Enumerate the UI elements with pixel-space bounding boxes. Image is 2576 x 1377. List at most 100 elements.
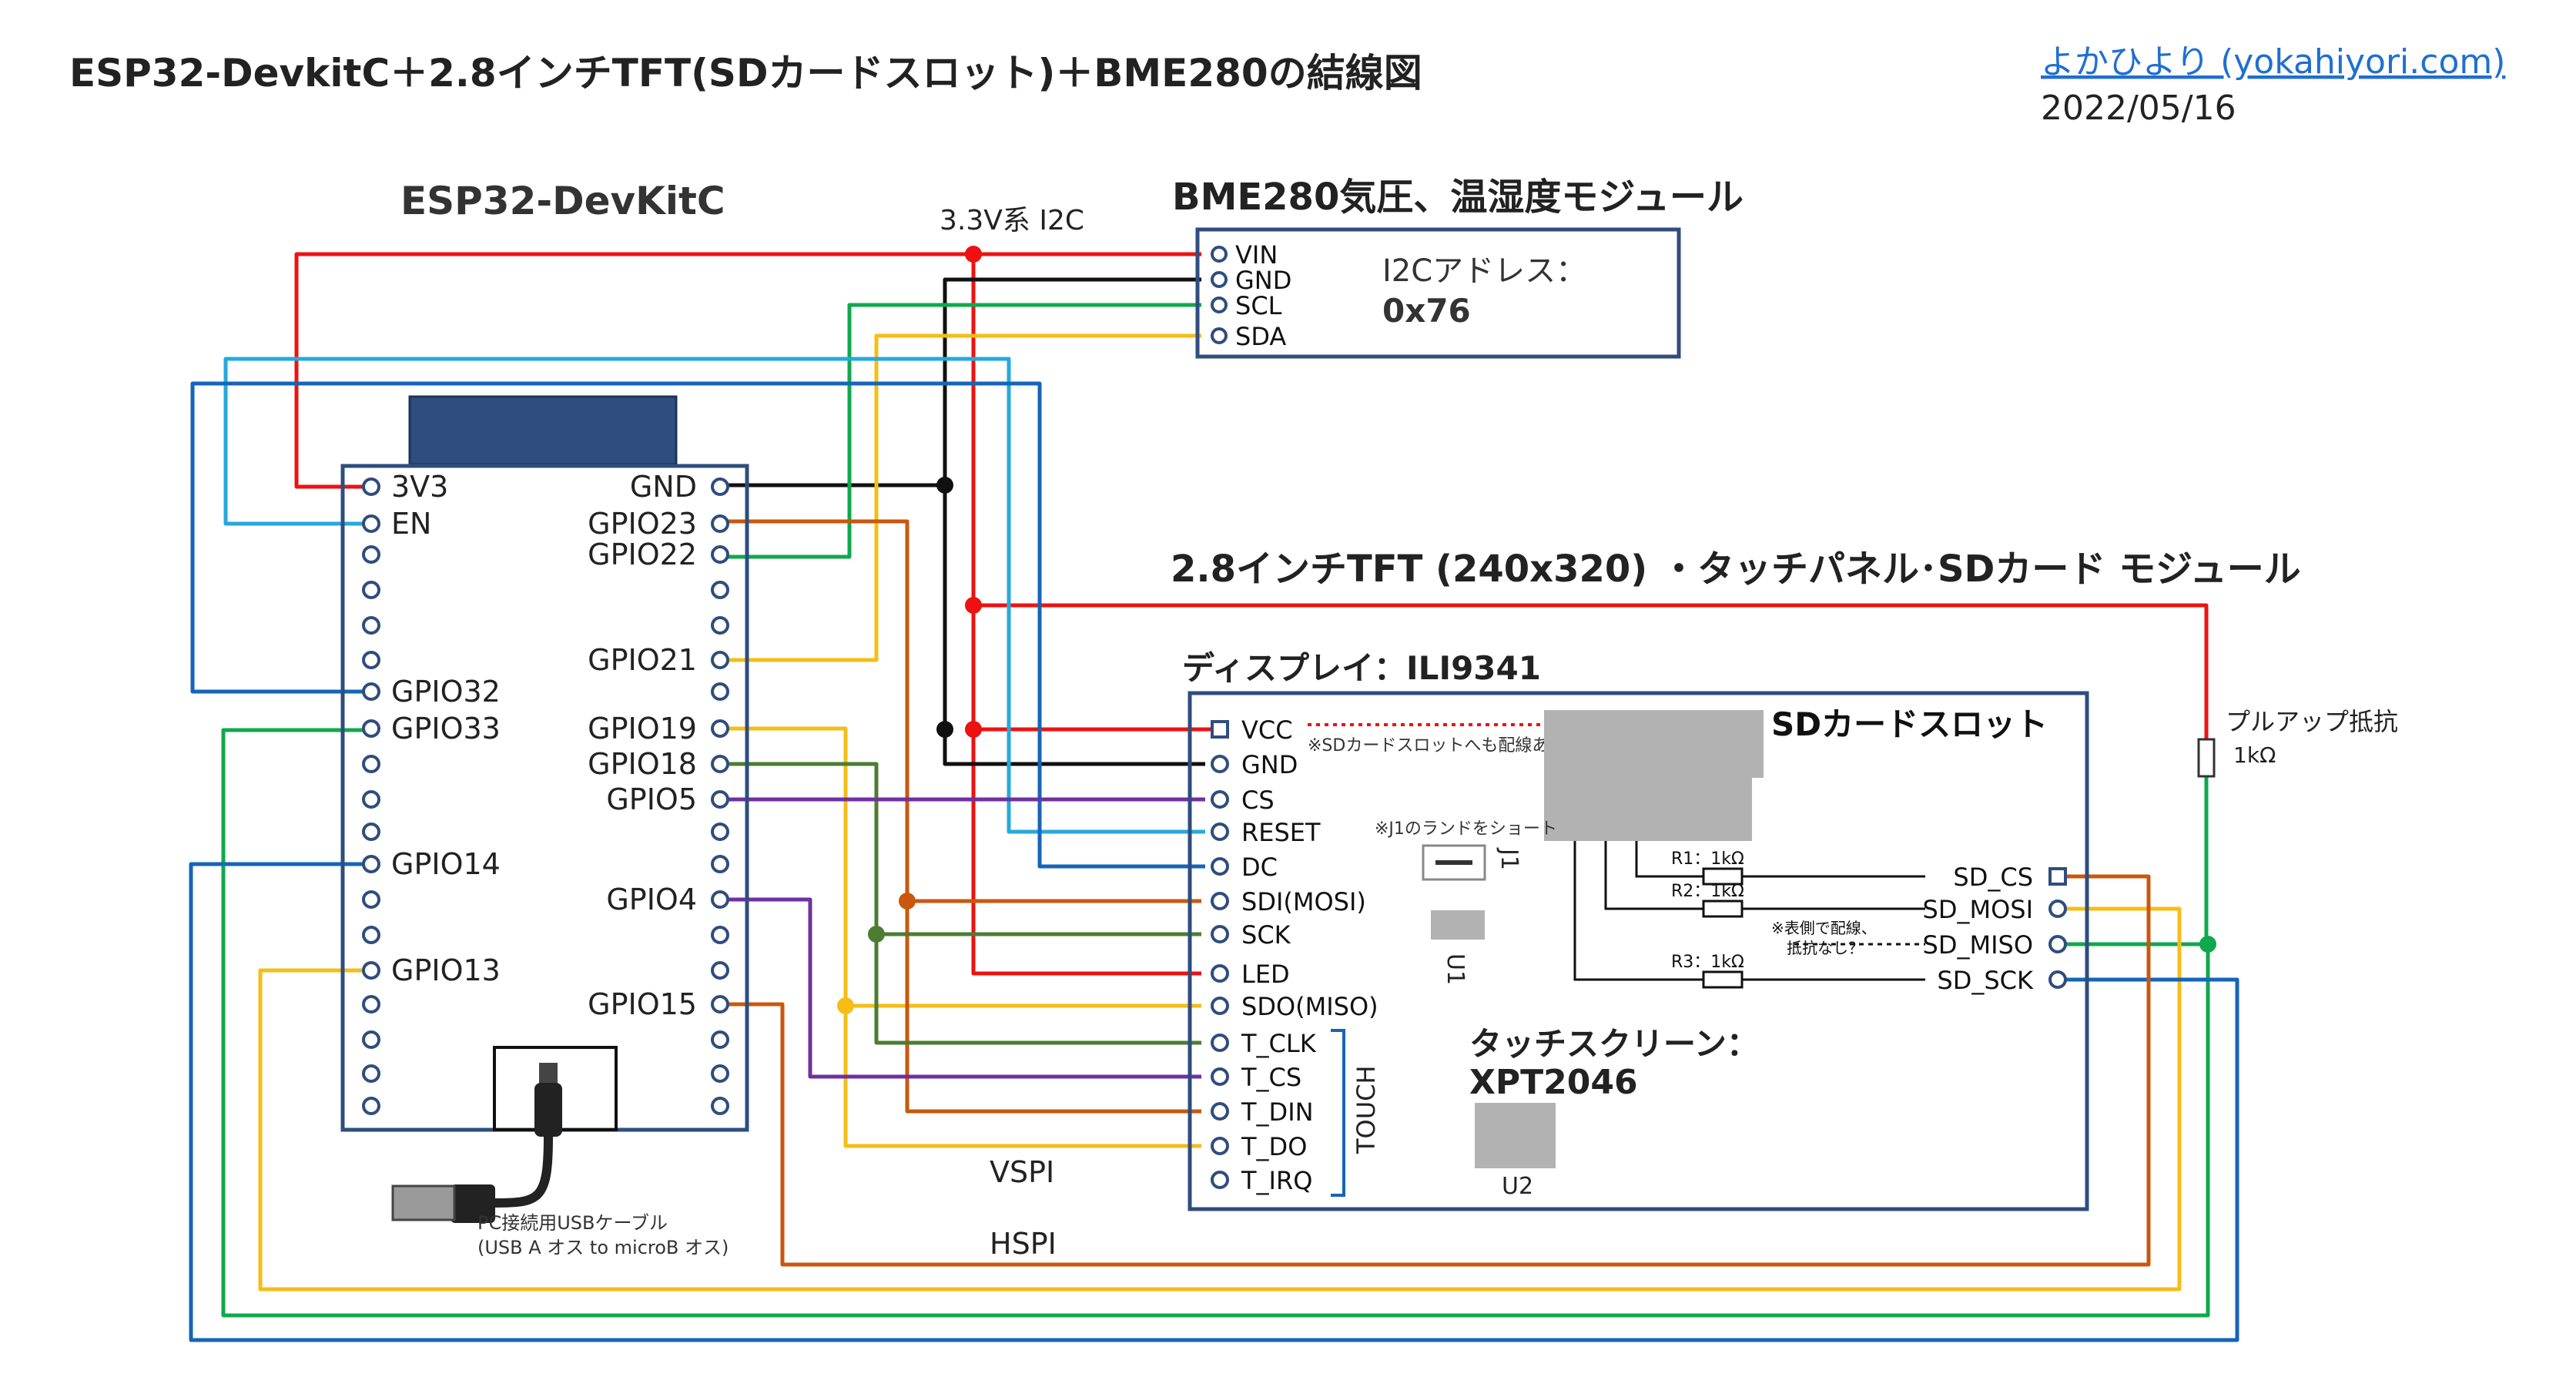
- tft-pin-label: DC: [1241, 853, 1278, 882]
- bme280-pin: [1211, 246, 1228, 263]
- wire-gpio18: [720, 762, 1201, 1045]
- tft-pin: [1211, 1102, 1229, 1121]
- junction-orange: [899, 893, 916, 910]
- tft-pin-label: LED: [1241, 960, 1290, 989]
- touch-label: TOUCH: [1352, 1065, 1381, 1154]
- esp32-pin-left: [362, 545, 380, 564]
- sd-pin-label: SD_MISO: [1923, 930, 2034, 960]
- tft-pin-label: GND: [1241, 750, 1298, 779]
- bme280-pin-label: SCL: [1235, 291, 1282, 320]
- junction-black-tft: [936, 721, 953, 738]
- tft-pin-label: CS: [1241, 786, 1275, 815]
- esp32-pin-right: [711, 1030, 729, 1049]
- touch-bracket: [1331, 1029, 1345, 1197]
- esp32-pin-left: [362, 961, 380, 980]
- bme280-pin: [1211, 327, 1228, 344]
- tft-pin: [1211, 892, 1229, 910]
- esp32-pin-left: [362, 1064, 380, 1083]
- junction-olive: [868, 926, 885, 943]
- esp32-pin-left: [362, 682, 380, 701]
- sd-pin-label: SD_SCK: [1937, 966, 2034, 995]
- tft-pin-label: SDO(MISO): [1241, 992, 1378, 1021]
- esp32-pin-right: [711, 961, 729, 980]
- u1-chip: [1431, 910, 1485, 940]
- esp32-pin-left: [362, 719, 380, 738]
- j1-jumper: [1422, 844, 1486, 881]
- tft-pin-label: T_DO: [1241, 1132, 1307, 1161]
- u1-label: U1: [1442, 953, 1469, 985]
- esp32-pin-right: [711, 855, 729, 873]
- tft-pin: [1211, 925, 1229, 943]
- esp32-pin-label-left: GPIO33: [391, 712, 501, 745]
- bme280-module: [1195, 227, 1681, 359]
- tft-display-label: ディスプレイ：ILI9341: [1182, 649, 1541, 687]
- wire-gpio33: [221, 728, 2210, 1318]
- bme280-title: BME280気圧、温湿度モジュール: [1172, 176, 1744, 219]
- tft-pin: [1211, 857, 1229, 876]
- bme280-addr-value: 0x76: [1382, 292, 1471, 330]
- esp32-pin-right: [711, 890, 729, 909]
- sd-pin-label: SD_MOSI: [1923, 895, 2034, 924]
- sd-pin-square: [2048, 867, 2067, 886]
- esp32-pin-left: [362, 855, 380, 873]
- tft-pin-label: T_DIN: [1241, 1097, 1314, 1127]
- pullup-label: プルアップ抵抗: [2226, 707, 2398, 736]
- sd-pin-label: SD_CS: [1953, 863, 2033, 892]
- esp32-pin-label-right: GPIO15: [588, 987, 697, 1021]
- wire-dc: [190, 381, 1205, 869]
- u2-chip: [1475, 1103, 1556, 1168]
- esp32-pin-left: [362, 755, 380, 773]
- j1-label: J1: [1496, 847, 1522, 870]
- bme280-pin-label: VIN: [1235, 240, 1278, 270]
- bme280-pin: [1211, 271, 1228, 288]
- r-note-2: 抵抗なし？: [1787, 939, 1864, 957]
- tft-title: 2.8インチTFT (240x320) ・タッチパネル･SDカード モジュール: [1171, 548, 2301, 591]
- bus-vspi-label: VSPI: [990, 1155, 1054, 1189]
- esp32-pin-label-right: GPIO5: [606, 782, 697, 816]
- wires: [189, 252, 2239, 1342]
- u2-label: U2: [1502, 1173, 1533, 1200]
- author-link[interactable]: よかひより (yokahiyori.com): [2041, 42, 2505, 82]
- bus-hspi-label: HSPI: [990, 1227, 1057, 1261]
- junction-green: [2199, 936, 2216, 953]
- page-title: ESP32-DevkitC＋2.8インチTFT(SDカードスロット)＋BME28…: [69, 51, 1422, 95]
- junctions: [837, 246, 2216, 1014]
- esp32-pin-left: [362, 1097, 380, 1115]
- esp32-pin-left: [362, 581, 380, 599]
- esp32-pin-label-right: GPIO18: [588, 747, 697, 781]
- esp32-pin-right: [711, 581, 729, 599]
- usb-cable-icon: [391, 1063, 562, 1223]
- esp32-pin-label-left: EN: [391, 507, 431, 541]
- tft-pin-label: SDI(MOSI): [1241, 887, 1366, 916]
- wire-gpio19: [720, 726, 1201, 1148]
- tft-pin: [1211, 1067, 1229, 1086]
- bme280-pin-label: GND: [1235, 266, 1291, 295]
- esp32-pin-label-right: GPIO19: [588, 712, 697, 745]
- tft-pin-label: SCK: [1241, 920, 1291, 950]
- usb-cable-label-2: (USB A オス to microB オス): [477, 1237, 729, 1258]
- esp32-pin-right: [711, 823, 729, 841]
- esp32-pin-label-right: GPIO21: [588, 643, 697, 677]
- esp32-pin-right: [711, 995, 729, 1013]
- tft-vcc-note: ※SDカードスロットへも配線あり: [1308, 736, 1566, 756]
- sd-pins: SD_CS SD_MOSI SD_MISO SD_SCK: [1923, 863, 2067, 995]
- j1-note: ※J1のランドをショート: [1375, 819, 1557, 839]
- esp32-pin-right: [711, 477, 729, 496]
- sd-pin: [2048, 970, 2067, 989]
- sd-resistor-network: [1573, 841, 1925, 989]
- esp32-pin-left: [362, 823, 380, 841]
- esp32-pin-label-right: GND: [630, 470, 697, 504]
- junction-black: [936, 477, 953, 494]
- tft-pins: VCCGNDCSRESETDCSDI(MOSI)SCKLEDSDO(MISO)T…: [1211, 715, 1378, 1195]
- esp32-pin-right: [711, 1064, 729, 1083]
- tft-pin: [1211, 997, 1229, 1015]
- r-note-1: ※表側で配線、: [1771, 919, 1877, 937]
- junction-red-vcc: [965, 721, 982, 738]
- esp32-pin-left: [362, 1030, 380, 1049]
- tft-module: [1188, 691, 2089, 1211]
- tft-pin: [1211, 1171, 1229, 1189]
- tft-pin: [1211, 755, 1229, 773]
- esp32-pin-right: [711, 514, 729, 533]
- sd-pin: [2048, 900, 2067, 918]
